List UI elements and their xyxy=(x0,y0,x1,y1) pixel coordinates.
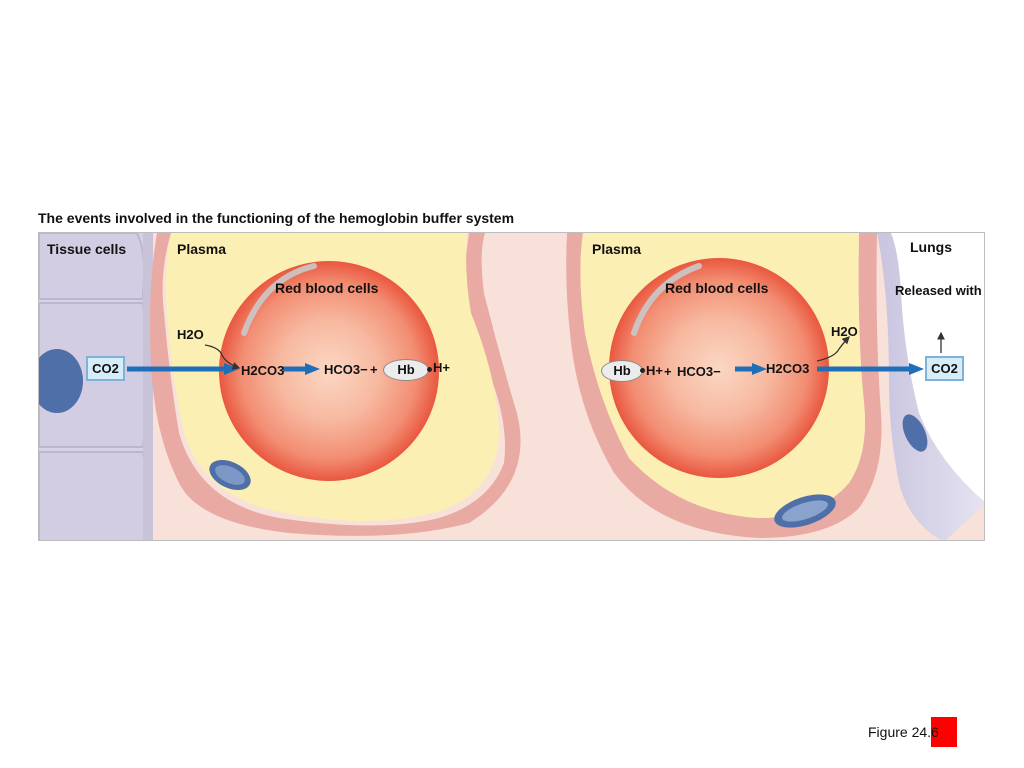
plasma-label-left: Plasma xyxy=(177,241,226,257)
diagram-artwork xyxy=(39,233,985,541)
hco3-label-left: HCO3− xyxy=(324,362,368,378)
hemoglobin-left: Hb xyxy=(383,359,429,381)
h2co3-label-right: H2CO3 xyxy=(766,361,809,377)
rbc-label-right: Red blood cells xyxy=(665,280,768,296)
released-with-exhalation-label: Released with exhalation xyxy=(895,283,975,299)
h2o-label-left: H2O xyxy=(177,327,204,343)
h-ion-label-left: H+ xyxy=(433,360,450,376)
hb-binding-dot-left xyxy=(427,367,432,372)
rbc-label-left: Red blood cells xyxy=(275,280,378,296)
lung-region xyxy=(877,233,985,541)
plus-sign-left: + xyxy=(370,362,378,378)
h2co3-label-left: H2CO3 xyxy=(241,363,284,379)
h-ion-label-right: H+ xyxy=(646,363,663,379)
hemoglobin-buffer-diagram: Tissue cells Plasma Plasma Lungs Red blo… xyxy=(38,232,985,541)
co2-box-left: CO2 xyxy=(86,356,125,381)
tissue-cells-label: Tissue cells xyxy=(47,241,107,257)
lungs-label: Lungs xyxy=(910,239,952,255)
hemoglobin-right: Hb xyxy=(601,360,643,382)
co2-box-right: CO2 xyxy=(925,356,964,381)
tissue-cells xyxy=(39,233,153,541)
plus-sign-right: + xyxy=(664,364,672,380)
hco3-label-right: HCO3− xyxy=(677,364,721,380)
figure-title: The events involved in the functioning o… xyxy=(38,210,514,226)
h2o-label-right: H2O xyxy=(831,324,858,340)
hb-binding-dot-right xyxy=(640,368,645,373)
plasma-label-right: Plasma xyxy=(592,241,641,257)
figure-number: Figure 24.6 xyxy=(868,724,939,740)
